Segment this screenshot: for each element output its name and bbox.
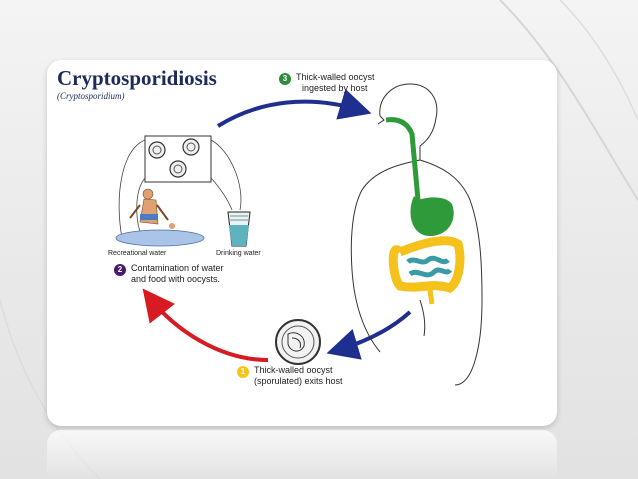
- step-2-number: 2: [117, 265, 123, 274]
- drinking-water-glass: [227, 211, 251, 247]
- arrow-to-host: [216, 88, 372, 128]
- diagram-title: Cryptosporidiosis: [57, 66, 217, 90]
- drinking-water-label: Drinking water: [216, 250, 261, 257]
- step-3-number: 3: [282, 74, 288, 83]
- step-1-line2: (sporulated) exits host: [254, 376, 343, 386]
- step-3-badge: 3: [279, 73, 291, 85]
- step-1-line1: Thick-walled oocyst: [254, 365, 333, 375]
- step-1-number: 1: [240, 367, 246, 376]
- step-3-line1: Thick-walled oocyst: [296, 72, 375, 82]
- arrow-exit-host: [326, 310, 412, 360]
- oocyst-panel: [144, 135, 212, 183]
- step-3-text: Thick-walled oocyst ingested by host: [296, 72, 375, 94]
- sporulated-oocyst: [275, 319, 321, 365]
- recreational-water-label: Recreational water: [108, 250, 167, 257]
- step-2-badge: 2: [114, 264, 126, 276]
- recreational-water-illustration: [115, 188, 205, 247]
- step-2-text: Contamination of water and food with ooc…: [131, 263, 224, 285]
- diagram-subtitle: (Cryptosporidium): [57, 91, 125, 101]
- step-3-line2: ingested by host: [302, 83, 368, 93]
- card-reflection: [47, 430, 557, 479]
- step-2-line2: and food with oocysts.: [131, 274, 221, 284]
- step-1-text: Thick-walled oocyst (sporulated) exits h…: [254, 365, 343, 387]
- human-body-illustration: [350, 83, 483, 386]
- step-1-badge: 1: [237, 366, 249, 378]
- step-2-line1: Contamination of water: [131, 263, 224, 273]
- arrow-contamination: [142, 288, 269, 362]
